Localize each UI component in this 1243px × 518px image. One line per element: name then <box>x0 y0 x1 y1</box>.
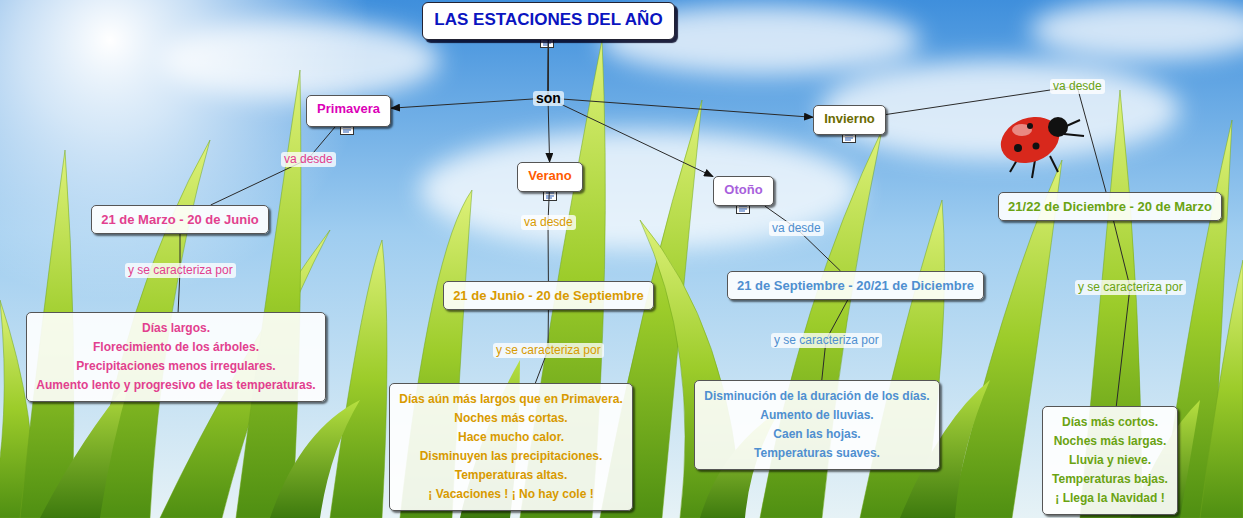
feature-line: Hace mucho calor. <box>398 428 624 447</box>
feature-line: Días aún más largos que en Primavera. <box>398 390 624 409</box>
feature-line: Lluvia y nieve. <box>1051 451 1169 470</box>
feature-line: Temperaturas suaves. <box>703 444 931 463</box>
feature-line: Aumento de lluvias. <box>703 406 931 425</box>
feature-line: Días más cortos. <box>1051 413 1169 432</box>
feature-line: Caen las hojas. <box>703 425 931 444</box>
date-range: 21/22 de Diciembre - 20 de Marzo <box>1007 198 1213 215</box>
feature-box: Disminución de la duración de los días.A… <box>694 380 940 470</box>
linking-phrase: son <box>533 91 564 106</box>
connector <box>548 40 813 117</box>
date-box: 21 de Septiembre - 20/21 de Diciembre <box>727 271 984 300</box>
linking-phrase: va desde <box>769 221 824 236</box>
feature-box: Días aún más largos que en Primavera.Noc… <box>389 383 633 511</box>
feature-line: Temperaturas bajas. <box>1051 470 1169 489</box>
ladybug <box>994 109 1084 178</box>
concept-label: Invierno <box>823 111 876 127</box>
feature-line: Noches más cortas. <box>398 409 624 428</box>
feature-box: Días más cortos.Noches más largas.Lluvia… <box>1042 406 1178 515</box>
feature-box: Días largos.Florecimiento de los árboles… <box>26 312 326 402</box>
date-range: 21 de Marzo - 20 de Junio <box>100 211 260 228</box>
concept-label: Otoño <box>723 182 764 198</box>
linking-phrase: y se caracteriza por <box>493 343 604 358</box>
feature-line: Noches más largas. <box>1051 432 1169 451</box>
connector <box>765 206 841 271</box>
date-range: 21 de Septiembre - 20/21 de Diciembre <box>736 277 975 294</box>
season-box: Invierno <box>813 105 886 135</box>
connector <box>548 192 549 281</box>
date-box: 21 de Marzo - 20 de Junio <box>91 205 269 234</box>
date-box: 21 de Junio - 20 de Septiembre <box>443 281 654 310</box>
connector <box>886 86 1106 192</box>
feature-line: Días largos. <box>35 319 317 338</box>
linking-phrase: va desde <box>521 215 576 230</box>
linking-phrase: y se caracteriza por <box>125 263 236 278</box>
feature-line: Disminuyen las precipitaciones. <box>398 447 624 466</box>
feature-line: Disminución de la duración de los días. <box>703 387 931 406</box>
connector <box>211 127 335 205</box>
season-box: Primavera <box>306 95 391 127</box>
linking-phrase: va desde <box>1050 79 1105 94</box>
feature-line: Aumento lento y progresivo de las temper… <box>35 376 317 395</box>
linking-phrase: y se caracteriza por <box>771 333 882 348</box>
connector <box>391 40 548 108</box>
feature-line: Precipitaciones menos irregulares. <box>35 357 317 376</box>
date-range: 21 de Junio - 20 de Septiembre <box>452 287 645 304</box>
feature-line: Temperaturas altas. <box>398 466 624 485</box>
feature-line: ¡ Llega la Navidad ! <box>1051 489 1169 508</box>
linking-phrase: va desde <box>281 152 336 167</box>
feature-line: Florecimiento de los árboles. <box>35 338 317 357</box>
connector <box>1114 221 1130 406</box>
season-box: Otoño <box>713 176 774 206</box>
date-box: 21/22 de Diciembre - 20 de Marzo <box>998 192 1222 221</box>
concept-label: Primavera <box>316 101 381 117</box>
concept-label: LAS ESTACIONES DEL AÑO <box>433 10 664 30</box>
main-concept: LAS ESTACIONES DEL AÑO <box>422 2 675 40</box>
season-box: Verano <box>517 162 583 192</box>
concept-label: Verano <box>527 168 573 184</box>
linking-phrase: y se caracteriza por <box>1075 280 1186 295</box>
feature-line: ¡ Vacaciones ! ¡ No hay cole ! <box>398 485 624 504</box>
